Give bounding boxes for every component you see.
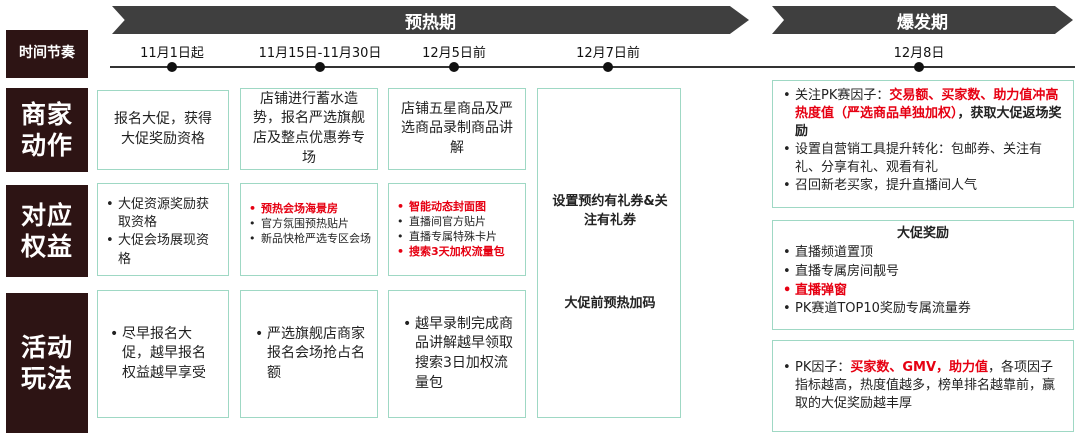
merchant-action-card: 店铺五星商品及严选商品录制商品讲解 (388, 88, 526, 170)
pk-focus-suffix: ，获取大促返场奖励 (795, 105, 1062, 139)
reward-item: PK赛道TOP10奖励专属流量券 (781, 300, 1065, 319)
rights-list: 预热会场海景房 官方氛围预热贴片 新品快枪严选专区会场 (247, 202, 371, 247)
timeline-dot (914, 62, 924, 72)
reward-item-highlight: 直播弹窗 (781, 282, 1065, 301)
activity-text: 尽早报名大促，越早报名权益越早享受 (108, 325, 218, 384)
merchant-action-card: 店铺进行蓄水造势，报名严选旗舰店及整点优惠券专场 (240, 88, 378, 170)
merchant-action-text: 店铺进行蓄水造势，报名严选旗舰店及整点优惠券专场 (253, 90, 365, 166)
reward-title: 大促奖励 (896, 226, 949, 241)
rights-item-highlight: 智能动态封面图 (395, 200, 519, 215)
pk-highlight: 买家数、GMV，助力值 (850, 360, 989, 375)
date-label: 11月15日-11月30日 (258, 46, 382, 61)
rights-item-highlight: 搜索3天加权流量包 (395, 245, 519, 260)
timeline-dot (167, 62, 177, 72)
merchant-action-text: 报名大促，获得大促奖励资格 (114, 111, 212, 147)
rights-list: 大促资源奖励获取资格 大促会场展现资格 (104, 196, 220, 269)
row-label-timeline: 时间节奏 (6, 30, 88, 78)
row-label-rights: 对应 权益 (6, 185, 88, 277)
activity-card: 越早录制完成商品讲解越早领取搜索3日加权流量包 (388, 290, 526, 418)
burst-merchant-item: 设置自营销工具提升转化：包邮券、关注有礼、分享有礼、观看有礼 (781, 141, 1065, 177)
rights-item: 大促会场展现资格 (104, 232, 220, 268)
activity-list: 尽早报名大促，越早报名权益越早享受 (108, 325, 218, 384)
rights-item-highlight: 预热会场海景房 (247, 202, 371, 217)
timeline-line (110, 66, 1075, 68)
merchant-action-card: 报名大促，获得大促奖励资格 (97, 90, 229, 170)
timeline-dot (315, 62, 325, 72)
rights-item: 新品快枪严选专区会场 (247, 232, 371, 247)
burst-merchant-list: 关注PK赛因子：交易额、买家数、助力值冲高热度值（严选商品单独加权），获取大促返… (781, 87, 1065, 195)
pk-prefix: PK因子： (795, 360, 851, 375)
activity-card: 尽早报名大促，越早报名权益越早享受 (97, 290, 229, 418)
phase-banner-preheat: 预热期 (112, 6, 749, 34)
activity-text: 严选旗舰店商家报名会场抢占名额 (253, 325, 365, 384)
coupon-setup-text: 设置预约有礼券&关注有礼券 (552, 194, 668, 228)
pk-focus-prefix: 关注PK赛因子： (795, 88, 890, 103)
pk-item: PK因子：买家数、GMV，助力值，各项因子指标越高，热度值越多，榜单排名越靠前，… (781, 359, 1065, 414)
activity-list: 越早录制完成商品讲解越早领取搜索3日加权流量包 (401, 315, 513, 393)
row-label-merchant: 商家 动作 (6, 88, 88, 172)
activity-list: 严选旗舰店商家报名会场抢占名额 (253, 325, 365, 384)
reward-item: 直播专属房间靓号 (781, 263, 1065, 282)
burst-merchant-item: 关注PK赛因子：交易额、买家数、助力值冲高热度值（严选商品单独加权），获取大促返… (781, 87, 1065, 141)
row-label-activity: 活动 玩法 (6, 293, 88, 433)
date-label: 11月1日起 (140, 46, 204, 61)
activity-text: 越早录制完成商品讲解越早领取搜索3日加权流量包 (401, 315, 513, 393)
phase-banner-burst: 爆发期 (772, 6, 1073, 34)
timeline-dot (603, 62, 613, 72)
rights-card: 预热会场海景房 官方氛围预热贴片 新品快枪严选专区会场 (240, 183, 378, 276)
activity-card: 严选旗舰店商家报名会场抢占名额 (240, 290, 378, 418)
reward-item: 直播频道置顶 (781, 244, 1065, 263)
burst-pk-card: PK因子：买家数、GMV，助力值，各项因子指标越高，热度值越多，榜单排名越靠前，… (772, 340, 1074, 432)
burst-merchant-card: 关注PK赛因子：交易额、买家数、助力值冲高热度值（严选商品单独加权），获取大促返… (772, 80, 1074, 208)
burst-merchant-item: 召回新老买家，提升直播间人气 (781, 177, 1065, 195)
coupon-preheat-card: 设置预约有礼券&关注有礼券 大促前预热加码 (537, 88, 681, 418)
timeline-dot (449, 62, 459, 72)
rights-item: 直播专属特殊卡片 (395, 230, 519, 245)
pk-list: PK因子：买家数、GMV，助力值，各项因子指标越高，热度值越多，榜单排名越靠前，… (781, 359, 1065, 414)
rights-card: 大促资源奖励获取资格 大促会场展现资格 (97, 183, 229, 276)
rights-item: 大促资源奖励获取资格 (104, 196, 220, 232)
preheat-boost-text: 大促前预热加码 (564, 296, 656, 311)
date-label: 12月8日 (893, 46, 945, 61)
date-label: 12月7日前 (576, 46, 640, 61)
pk-focus-highlight: 交易额、买家数、助力值冲高热度值（严选商品单独加权） (795, 88, 1059, 121)
reward-list: 直播频道置顶 直播专属房间靓号 直播弹窗 PK赛道TOP10奖励专属流量券 (781, 244, 1065, 319)
rights-item: 直播间官方贴片 (395, 215, 519, 230)
rights-list: 智能动态封面图 直播间官方贴片 直播专属特殊卡片 搜索3天加权流量包 (395, 200, 519, 259)
rights-item: 官方氛围预热贴片 (247, 217, 371, 232)
merchant-action-text: 店铺五星商品及严选商品录制商品讲解 (401, 100, 513, 156)
pk-suffix: ，各项因子指标越高，热度值越多，榜单排名越靠前，赢取的大促奖励越丰厚 (795, 360, 1056, 412)
burst-reward-card: 大促奖励 直播频道置顶 直播专属房间靓号 直播弹窗 PK赛道TOP10奖励专属流… (772, 220, 1074, 330)
date-label: 12月5日前 (422, 46, 486, 61)
rights-card: 智能动态封面图 直播间官方贴片 直播专属特殊卡片 搜索3天加权流量包 (388, 183, 526, 276)
